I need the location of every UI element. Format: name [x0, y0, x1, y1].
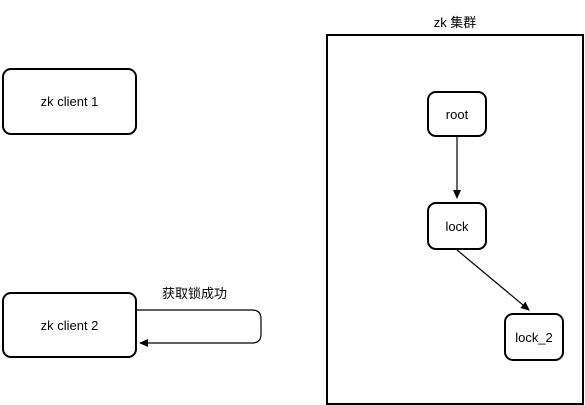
self-loop-edge-label: 获取锁成功 [162, 286, 228, 301]
root-label: root [445, 106, 469, 122]
zk-cluster-title: zk 集群 [433, 15, 477, 30]
lock-2-node: lock_2 [504, 313, 564, 361]
lock-label: lock [445, 218, 469, 234]
root-node: root [427, 91, 487, 137]
lock-node: lock [427, 202, 487, 250]
client-1-label: zk client 1 [40, 94, 99, 109]
edge-lock-to-lock-2 [456, 249, 530, 311]
lock-2-label: lock_2 [515, 329, 553, 345]
zk-cluster-container [326, 34, 584, 405]
client-1-node: zk client 1 [2, 68, 137, 135]
client-2-node: zk client 2 [2, 292, 137, 358]
edge-client-2-self-loop [137, 309, 262, 347]
client-2-label: zk client 2 [40, 317, 99, 333]
